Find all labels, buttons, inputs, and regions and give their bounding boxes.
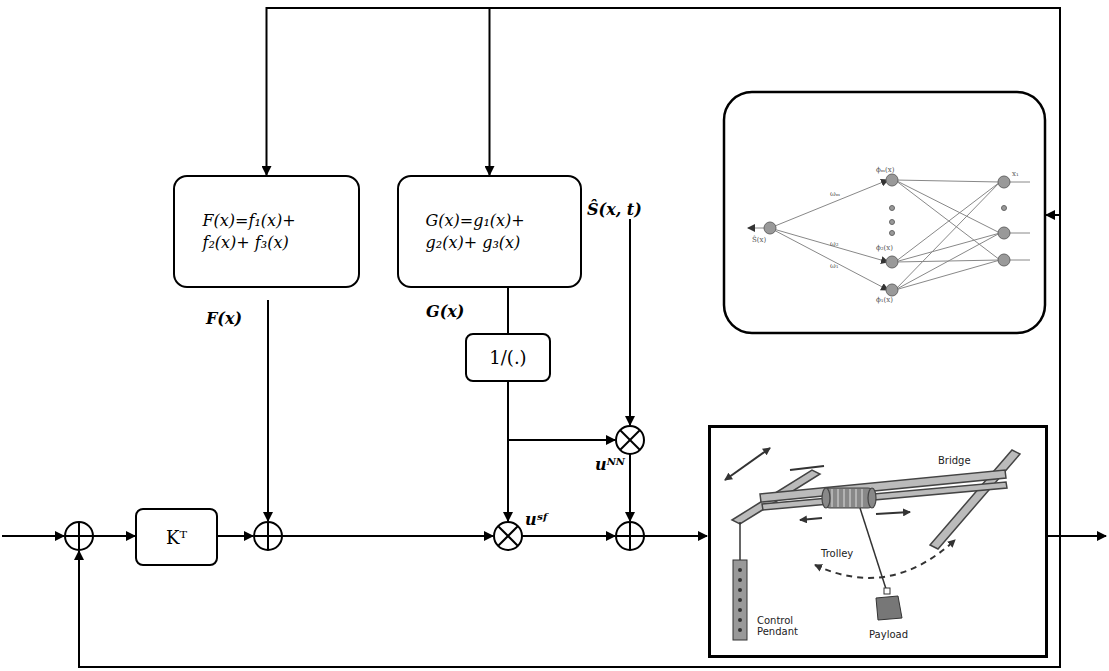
network-label: ϕₘ(x) <box>876 166 894 174</box>
overhead-crane <box>725 448 1020 640</box>
network-label: ω₁ <box>830 262 839 270</box>
gain-box: Kᵀ <box>135 508 218 566</box>
network-label: x₁ <box>1012 170 1019 178</box>
signal-label: F(x) <box>205 309 243 328</box>
node-text: Kᵀ <box>166 527 187 548</box>
network-label: ϕ₁(x) <box>876 296 893 304</box>
node-text: Control Pendant <box>757 615 813 637</box>
neural-network <box>724 92 1045 333</box>
network-label: ϕ₂(x) <box>876 244 893 252</box>
signal-label: G(x) <box>425 302 465 321</box>
signal-label: Ŝ(x, t) <box>586 200 643 219</box>
network-label: ωₘ <box>830 190 840 198</box>
signal-connector <box>267 8 1061 536</box>
function-box: G(x)=g₁(x)+ g₂(x)+ g₃(x) <box>397 175 582 288</box>
network-label: ω₂ <box>830 240 839 248</box>
signal-label: uˢᶠ <box>524 510 548 529</box>
signal-label: uᴺᴺ <box>594 455 626 474</box>
node-text: G(x)=g₁(x)+ g₂(x)+ g₃(x) <box>426 210 554 253</box>
node-text: Bridge <box>938 455 971 466</box>
node-text: Payload <box>869 629 908 640</box>
inverse-box: 1/(.) <box>465 333 551 382</box>
signal-connector <box>507 288 509 333</box>
function-box: F(x)=f₁(x)+ f₂(x)+ f₃(x) <box>173 175 360 288</box>
node-text: 1/(.) <box>489 347 526 368</box>
node-text: Trolley <box>821 548 853 559</box>
node-text: F(x)=f₁(x)+ f₂(x)+ f₃(x) <box>203 210 331 253</box>
crane-plant: BridgeTrolleyControl PendantPayload <box>708 425 1048 658</box>
network-label: Ŝ(x) <box>752 236 766 244</box>
